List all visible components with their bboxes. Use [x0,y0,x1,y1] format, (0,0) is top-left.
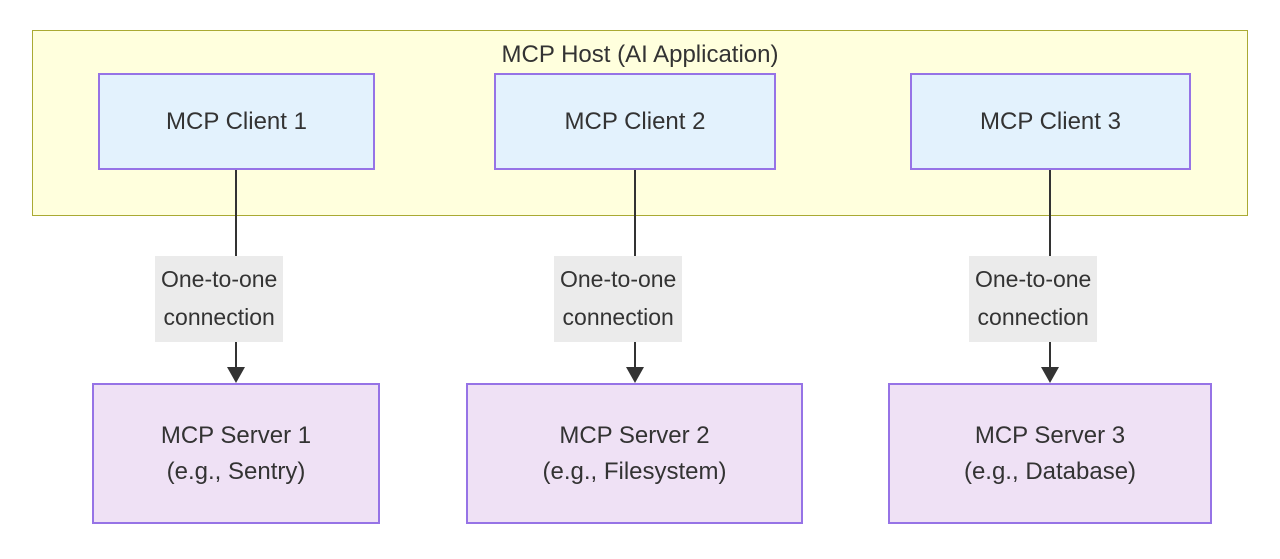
edge-label-2-line-1: One-to-one [560,266,677,292]
mcp-client-3-node[interactable]: MCP Client 3 [910,73,1191,170]
edge-label-1-line-2: connection [163,304,275,330]
mcp-client-2-label: MCP Client 2 [564,107,706,135]
edge-label-1-line-1: One-to-one [161,266,278,292]
edge-label-client1-server1: One-to-one connection [155,256,284,342]
edge-label-client2-server2: One-to-one connection [554,256,683,342]
edge-client2-to-server2-arrowhead-icon [626,367,644,383]
mcp-server-1-node[interactable]: MCP Server 1 (e.g., Sentry) [92,383,380,524]
edge-client3-to-server3-arrowhead-icon [1041,367,1059,383]
mcp-server-2-name: MCP Server 2 [559,421,710,449]
mcp-client-3-label: MCP Client 3 [980,107,1121,135]
mcp-server-1-example: (e.g., Sentry) [166,457,306,485]
mcp-server-3-example: (e.g., Database) [963,457,1137,485]
mcp-client-1-node[interactable]: MCP Client 1 [98,73,375,170]
edge-label-3-line-1: One-to-one [975,266,1092,292]
edge-client1-to-server1-arrowhead-icon [227,367,245,383]
edge-label-client3-server3: One-to-one connection [969,256,1098,342]
mcp-client-1-label: MCP Client 1 [166,107,307,135]
mcp-client-2-node[interactable]: MCP Client 2 [494,73,776,170]
mcp-server-2-example: (e.g., Filesystem) [542,457,727,485]
mcp-host-title: MCP Host (AI Application) [501,41,779,68]
mcp-server-3-name: MCP Server 3 [974,421,1126,449]
mcp-server-1-name: MCP Server 1 [160,421,312,449]
mcp-server-3-node[interactable]: MCP Server 3 (e.g., Database) [888,383,1212,524]
edge-label-2-line-2: connection [562,304,674,330]
edge-label-3-line-2: connection [977,304,1089,330]
mcp-server-2-node[interactable]: MCP Server 2 (e.g., Filesystem) [466,383,803,524]
